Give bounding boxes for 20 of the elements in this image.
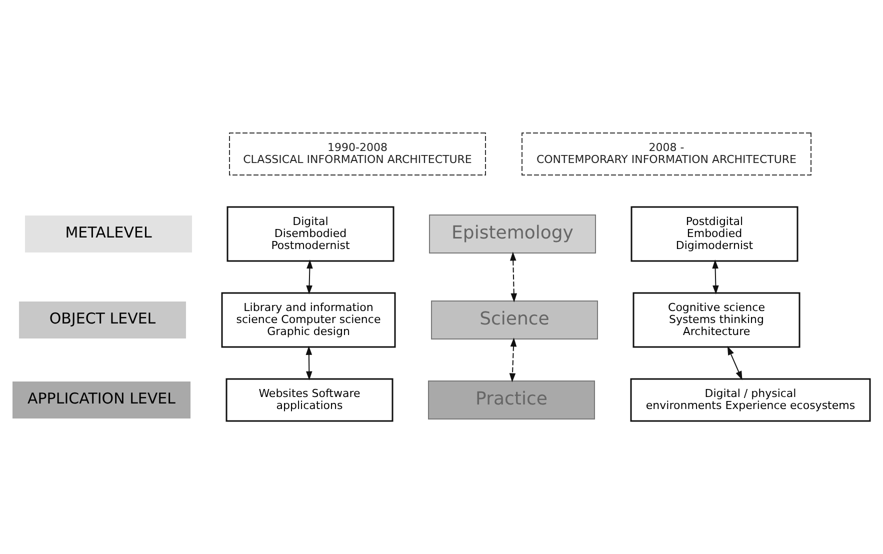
- arrow: [712, 260, 719, 294]
- arrow: [510, 252, 518, 302]
- node-box: 2008 - CONTEMPORARY INFORMATION ARCHITECTURE: [522, 132, 812, 176]
- node-box: Library and information science Computer science Graphic design: [221, 292, 396, 348]
- node-box: Cognitive science Systems thinking Architecture: [632, 292, 800, 348]
- arrow: [509, 338, 517, 382]
- node-box: 1990-2008 CLASSICAL INFORMATION ARCHITECTURE: [229, 132, 486, 176]
- node-box: APPLICATION LEVEL: [12, 382, 190, 418]
- node-box: Digital Disembodied Postmodernist: [226, 206, 394, 262]
- arrow: [727, 346, 742, 380]
- node-box: Postdigital Embodied Digimodernist: [630, 206, 798, 262]
- arrow: [306, 260, 313, 294]
- node-box: OBJECT LEVEL: [19, 302, 186, 338]
- node-box: Websites Software applications: [226, 378, 394, 422]
- node-box: Epistemology: [429, 214, 596, 254]
- node-box: Science: [431, 300, 598, 340]
- node-box: Digital / physical environments Experience ecosystems: [630, 378, 871, 422]
- node-box: Practice: [428, 380, 595, 420]
- node-box: METALEVEL: [25, 216, 192, 252]
- arrow: [306, 346, 312, 380]
